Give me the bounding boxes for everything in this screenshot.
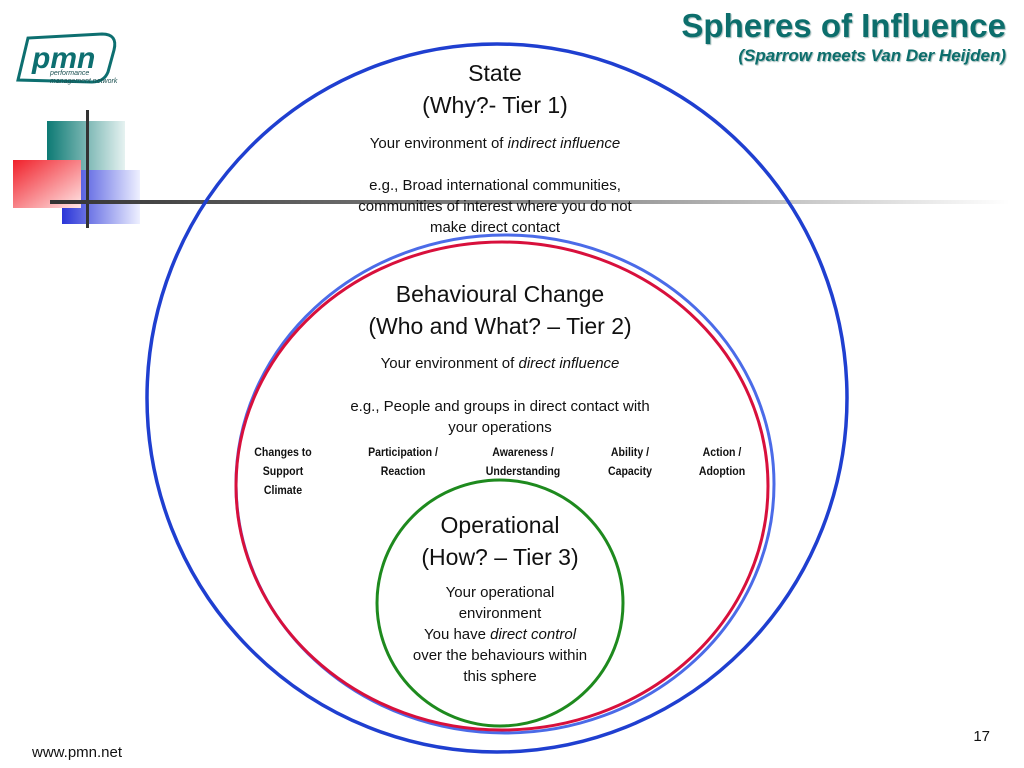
inner-sphere-operational: [375, 478, 625, 728]
state-example-line-2: communities of interest where you do not: [358, 198, 632, 215]
behavioural-env-prefix: Your environment of: [380, 355, 519, 372]
footer-url: www.pmn.net: [32, 744, 123, 761]
pmn-logo: pmn: [16, 32, 117, 84]
deco-vertical-line: [86, 110, 89, 228]
operational-line-3-emphasis: direct control: [490, 626, 577, 643]
category-ability: Ability / Capacity: [586, 443, 674, 481]
page-subtitle: (Sparrow meets Van Der Heijden): [738, 46, 1006, 65]
behavioural-heading-line-2: (Who and What? – Tier 2): [368, 313, 632, 339]
category-awareness: Awareness / Understanding: [470, 443, 576, 481]
state-env-emphasis: indirect influence: [507, 135, 621, 152]
logo-tagline: performance management network: [50, 70, 140, 86]
state-heading-line-2: (Why?- Tier 1): [422, 92, 568, 118]
logo-mark: pmn: [31, 42, 95, 75]
category-4-line-2: Capacity: [607, 464, 653, 478]
operational-line-5: this sphere: [463, 668, 537, 685]
category-5-line-1: Action /: [702, 445, 742, 459]
behavioural-example-line-1: e.g., People and groups in direct contac…: [350, 398, 650, 415]
operational-line-2: environment: [458, 605, 542, 622]
state-example: e.g., Broad international communities, c…: [295, 175, 695, 238]
state-heading: State (Why?- Tier 1): [345, 57, 645, 121]
category-2-line-1: Participation /: [368, 445, 438, 459]
operational-line-3-prefix: You have: [423, 626, 491, 643]
operational-heading-line-1: Operational: [440, 512, 560, 538]
decorative-squares: [13, 110, 1010, 228]
operational-heading: Operational (How? – Tier 3): [350, 509, 650, 573]
category-1-line-2: Support: [262, 464, 304, 478]
category-3-line-2: Understanding: [485, 464, 561, 478]
behavioural-heading-line-1: Behavioural Change: [395, 281, 605, 307]
state-example-line-1: e.g., Broad international communities,: [369, 177, 621, 194]
behavioural-example: e.g., People and groups in direct contac…: [290, 396, 710, 438]
operational-line-4: over the behaviours within: [412, 647, 588, 664]
middle-sphere-behavioural: [234, 240, 770, 732]
category-3-line-1: Awareness /: [492, 445, 554, 459]
behavioural-heading: Behavioural Change (Who and What? – Tier…: [300, 278, 700, 342]
deco-horizontal-line: [50, 200, 1010, 204]
operational-line-3: You have direct control: [370, 624, 630, 645]
operational-description: Your operational environment You have di…: [370, 582, 630, 687]
category-4-line-1: Ability /: [610, 445, 650, 459]
category-1-line-1: Changes to: [254, 445, 312, 459]
state-environment: Your environment of indirect influence: [295, 133, 695, 154]
state-example-line-3: make direct contact: [429, 219, 561, 236]
state-heading-line-1: State: [468, 60, 522, 86]
outer-sphere-state: [145, 42, 849, 754]
behavioural-env-emphasis: direct influence: [518, 355, 620, 372]
category-support-climate: Changes to Support Climate: [239, 443, 327, 500]
category-5-line-2: Adoption: [698, 464, 746, 478]
logo-line-2: management network: [50, 78, 118, 85]
state-env-prefix: Your environment of: [369, 135, 508, 152]
category-participation: Participation / Reaction: [350, 443, 456, 481]
page-number: 17: [973, 728, 990, 745]
category-2-line-2: Reaction: [380, 464, 426, 478]
operational-line-1: Your operational: [445, 584, 555, 601]
category-1-line-3: Climate: [263, 483, 303, 497]
logo-line-1: performance: [50, 70, 90, 77]
behavioural-environment: Your environment of direct influence: [300, 353, 700, 374]
operational-heading-line-2: (How? – Tier 3): [421, 544, 579, 570]
page-title: Spheres of Influence: [681, 7, 1006, 44]
category-action: Action / Adoption: [678, 443, 766, 481]
behavioural-example-line-2: your operations: [448, 419, 552, 436]
